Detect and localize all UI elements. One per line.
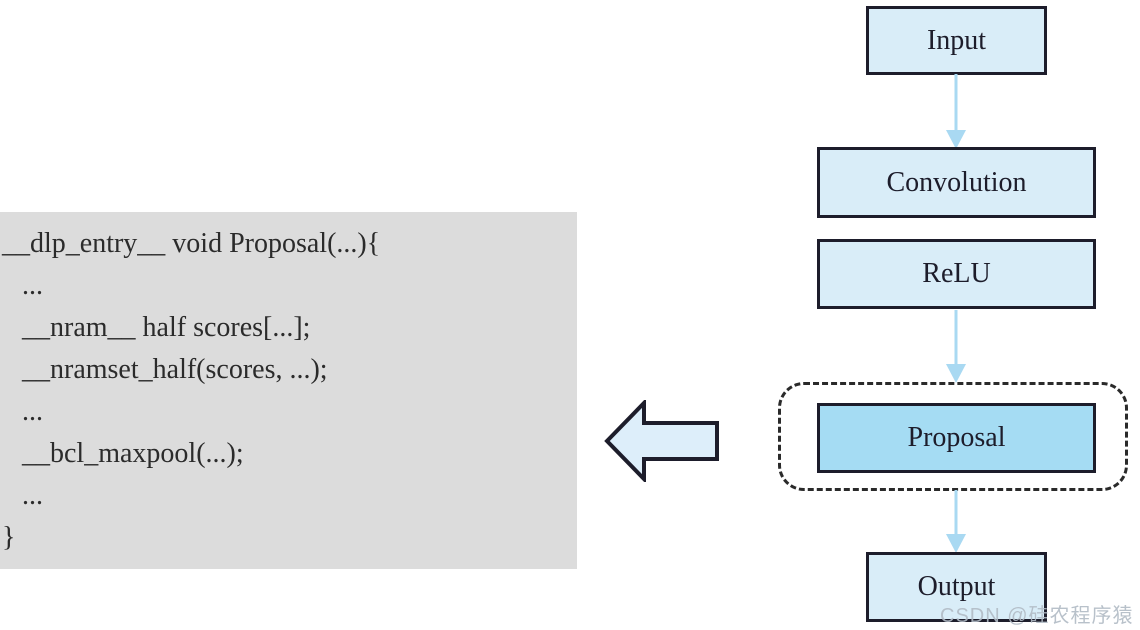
flow-node-label: Convolution [886, 166, 1027, 198]
code-line: __nramset_half(scores, ...); [22, 354, 328, 385]
down-arrow-icon [946, 310, 966, 383]
code-line: ... [22, 270, 43, 301]
code-snippet-panel: __dlp_entry__ void Proposal(...){ ... __… [0, 212, 577, 569]
flow-node-label: Proposal [907, 422, 1006, 453]
code-line: __dlp_entry__ void Proposal(...){ [2, 228, 381, 259]
flow-node-label: ReLU [922, 258, 991, 289]
code-line: __nram__ half scores[...]; [22, 312, 311, 343]
down-arrow-icon [946, 74, 966, 149]
left-block-arrow-icon [604, 400, 719, 482]
flow-node-output: Output [866, 552, 1047, 622]
down-arrow-icon [946, 490, 966, 553]
flow-node-input: Input [866, 6, 1047, 75]
flow-node-proposal: Proposal [817, 403, 1096, 473]
flow-node-relu: ReLU [817, 239, 1096, 309]
code-line: __bcl_maxpool(...); [22, 438, 244, 469]
code-line: } [2, 522, 16, 553]
watermark: CSDN @硅农程序猿 [940, 605, 1134, 627]
code-line: ... [22, 396, 43, 427]
code-line: ... [22, 480, 43, 511]
flow-node-label: Output [917, 571, 996, 602]
flow-node-label: Input [926, 24, 987, 56]
flow-node-convolution: Convolution [817, 147, 1096, 218]
proposal-highlight-container: Proposal [778, 382, 1128, 491]
